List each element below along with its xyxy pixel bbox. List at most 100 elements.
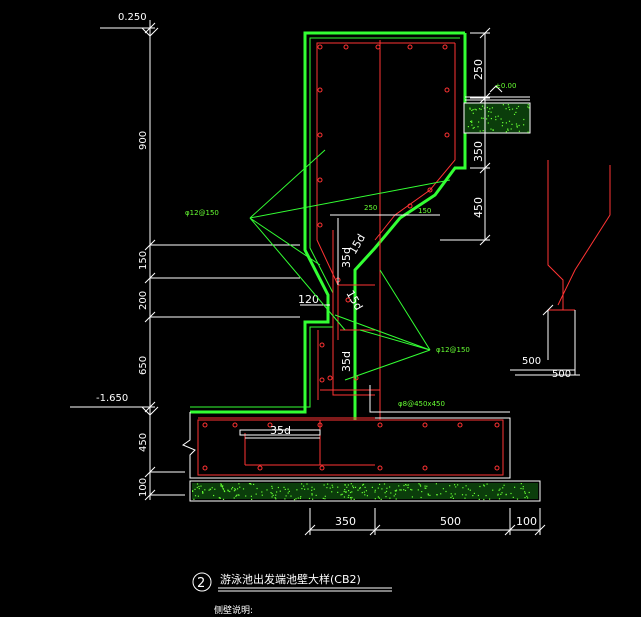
gravel-speck xyxy=(457,484,459,486)
gravel-speck xyxy=(238,494,240,496)
gravel-speck xyxy=(202,491,204,493)
gravel-speck xyxy=(516,125,518,127)
gravel-speck xyxy=(469,107,471,109)
gravel-speck xyxy=(472,127,474,129)
dim-left-150: 150 xyxy=(138,251,149,270)
gravel-speck xyxy=(471,121,473,123)
gravel-speck xyxy=(492,129,494,131)
gravel-speck xyxy=(276,491,278,493)
gravel-speck xyxy=(480,117,483,119)
gravel-speck xyxy=(234,489,237,491)
gravel-speck xyxy=(283,486,285,488)
gravel-speck xyxy=(383,483,386,485)
gravel-speck xyxy=(197,495,199,497)
gravel-speck xyxy=(237,488,239,490)
gravel-speck xyxy=(362,484,364,486)
gravel-speck xyxy=(490,128,492,130)
gravel-speck xyxy=(198,488,200,490)
gravel-speck xyxy=(512,496,514,498)
gravel-speck xyxy=(324,495,326,497)
gravel-speck xyxy=(229,490,231,493)
gravel-speck xyxy=(420,485,422,487)
gravel-speck xyxy=(249,483,251,485)
gravel-speck xyxy=(424,487,426,489)
gravel-speck xyxy=(486,483,488,485)
rebar-label-base: φ8@450x450 xyxy=(398,400,445,408)
gravel-speck xyxy=(393,495,395,497)
gravel-speck xyxy=(311,493,313,495)
gravel-speck xyxy=(364,486,366,488)
dim-right-350: 350 xyxy=(472,141,485,162)
gravel-speck xyxy=(389,486,391,488)
gravel-speck xyxy=(234,488,236,490)
gravel-speck xyxy=(394,493,397,495)
gravel-speck xyxy=(221,485,223,487)
gravel-speck xyxy=(425,487,427,489)
gravel-speck xyxy=(471,109,473,112)
gravel-speck xyxy=(308,497,311,500)
dim-small-a: 250 xyxy=(364,204,377,212)
gravel-speck xyxy=(380,498,382,500)
gravel-speck xyxy=(374,489,376,491)
gravel-speck xyxy=(238,483,240,485)
gravel-speck xyxy=(233,497,235,499)
gravel-speck xyxy=(275,498,277,500)
gravel-speck xyxy=(344,484,346,486)
gravel-speck xyxy=(452,497,454,499)
gravel-speck xyxy=(351,491,353,493)
gravel-speck xyxy=(520,483,522,485)
detail-number: 2 xyxy=(197,576,205,591)
gravel-speck xyxy=(514,486,516,488)
gravel-speck xyxy=(477,494,479,497)
gravel-speck xyxy=(472,109,474,111)
dim-left-100: 100 xyxy=(138,478,149,497)
gravel-speck xyxy=(344,489,346,491)
gravel-speck xyxy=(270,492,272,494)
gravel-speck xyxy=(500,118,502,120)
gravel-speck xyxy=(237,494,239,496)
right-dimension-chain xyxy=(440,27,491,246)
gravel-speck xyxy=(337,486,339,488)
gravel-speck xyxy=(427,493,429,495)
gravel-speck xyxy=(417,489,419,491)
gravel-speck xyxy=(326,487,328,489)
gravel-speck xyxy=(261,491,263,493)
dim-right-250: 250 xyxy=(472,59,485,80)
gravel-speck xyxy=(475,109,477,111)
gravel-speck xyxy=(315,494,317,496)
gravel-speck xyxy=(502,104,504,106)
gravel-speck xyxy=(469,489,471,491)
gravel-speck xyxy=(511,108,514,110)
gravel-speck xyxy=(324,498,326,500)
gravel-speck xyxy=(507,128,509,130)
gravel-speck xyxy=(424,485,426,487)
gravel-speck xyxy=(524,497,526,499)
gravel-speck xyxy=(483,484,485,486)
gravel-speck xyxy=(406,484,408,486)
gravel-speck xyxy=(508,120,511,122)
dim-anchor-diag: 15d xyxy=(346,232,368,257)
gravel-speck xyxy=(213,494,215,497)
gravel-speck xyxy=(296,489,298,491)
gravel-speck xyxy=(524,491,526,493)
gravel-speck xyxy=(500,493,502,495)
gravel-speck xyxy=(495,119,497,121)
gravel-speck xyxy=(196,486,198,489)
gravel-speck xyxy=(465,485,467,487)
gravel-speck xyxy=(323,484,325,486)
gravel-speck xyxy=(482,130,484,132)
gravel-speck xyxy=(473,492,475,494)
gravel-speck xyxy=(478,108,481,110)
gravel-speck xyxy=(301,483,303,485)
gravel-speck xyxy=(297,497,299,499)
gravel-speck xyxy=(477,126,479,128)
gravel-speck xyxy=(245,495,247,497)
gravel-speck xyxy=(222,485,224,487)
gravel-speck xyxy=(505,122,507,124)
gravel-speck xyxy=(220,485,222,487)
gravel-speck xyxy=(304,488,306,490)
gravel-speck xyxy=(353,498,355,500)
gravel-speck xyxy=(284,488,286,490)
gravel-speck xyxy=(497,493,499,495)
